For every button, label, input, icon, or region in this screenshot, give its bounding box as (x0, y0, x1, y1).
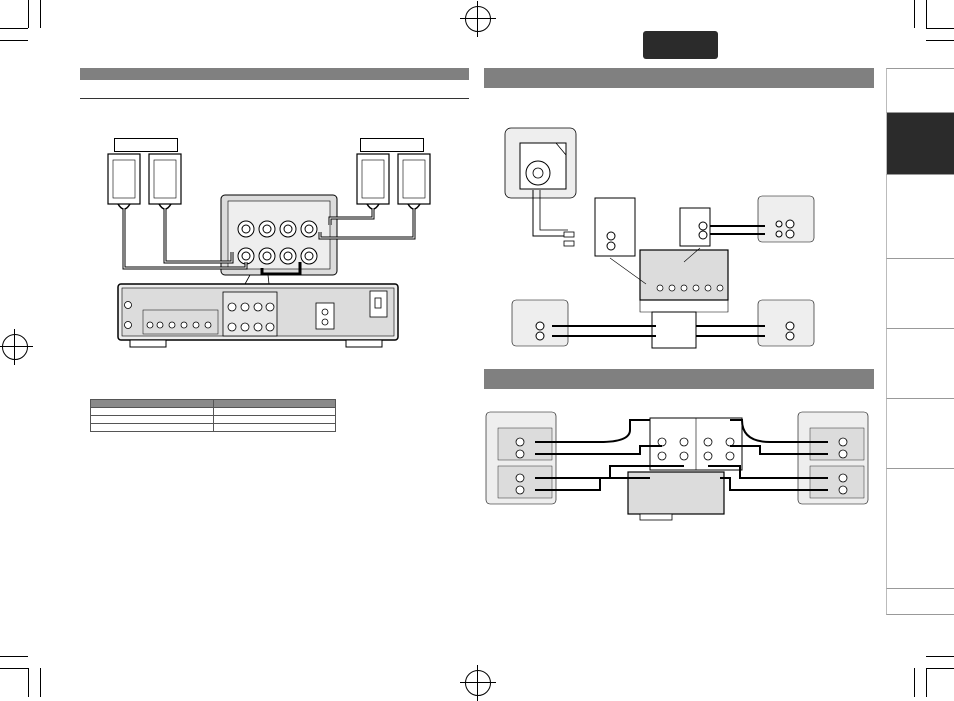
section-header-recorder (484, 369, 874, 389)
table-header-row (90, 399, 336, 408)
section-header-turntable (484, 68, 874, 88)
crop-mark-tl-v (28, 0, 29, 28)
speaker-group-label-left (114, 138, 178, 152)
side-tab-4[interactable] (886, 258, 954, 328)
crop-mark-bl-v2 (40, 668, 41, 697)
registration-mark-bottom (460, 665, 496, 701)
crop-mark-tl-h (0, 28, 28, 29)
crop-mark-tr-v (926, 0, 927, 28)
side-tab-1[interactable] (886, 68, 954, 112)
table-cell (90, 399, 214, 408)
crop-mark-br-h (926, 668, 954, 669)
side-tab-5[interactable] (886, 328, 954, 398)
speaker-left-b (148, 153, 182, 210)
crop-mark-bl-h2 (0, 656, 28, 657)
speaker-left-a (107, 153, 141, 210)
table-row (90, 423, 336, 432)
table-row (90, 415, 336, 424)
section-divider (80, 98, 469, 99)
side-tab-8[interactable] (886, 588, 954, 615)
rca-plug-pair-turntable (563, 231, 575, 247)
speaker-group-label-right (360, 138, 424, 152)
table-cell (90, 423, 214, 432)
crop-mark-tr-h2 (926, 40, 954, 41)
side-tab-strip (886, 68, 954, 615)
speaker-right-a (356, 153, 390, 210)
registration-mark-top (460, 1, 496, 37)
crop-mark-tr-v2 (914, 0, 915, 28)
side-tab-7[interactable] (886, 468, 954, 588)
crop-mark-br-v (926, 668, 927, 697)
table-cell (212, 415, 336, 424)
side-tab-6[interactable] (886, 398, 954, 468)
table-row (90, 407, 336, 416)
crop-mark-br-v2 (914, 668, 915, 697)
speaker-impedance-table (90, 399, 336, 432)
table-cell (212, 407, 336, 416)
crop-mark-bl-h (0, 668, 28, 669)
registration-mark-left (0, 329, 33, 365)
table-cell (90, 415, 214, 424)
recorder-diagram (485, 411, 869, 521)
side-tab-2-active[interactable] (886, 112, 954, 174)
crop-mark-br-h2 (926, 656, 954, 657)
turntable-diagram (504, 127, 815, 349)
section-header-speaker (80, 68, 469, 80)
table-cell (212, 423, 336, 432)
table-cell (90, 407, 214, 416)
language-badge (643, 31, 718, 59)
speaker-diagram (107, 153, 431, 348)
crop-mark-tl-h2 (0, 40, 28, 41)
crop-mark-tl-v2 (40, 0, 41, 28)
crop-mark-bl-v (28, 668, 29, 697)
table-cell (212, 399, 336, 408)
crop-mark-tr-h (926, 28, 954, 29)
speaker-right-b (397, 153, 431, 210)
side-tab-3[interactable] (886, 174, 954, 258)
